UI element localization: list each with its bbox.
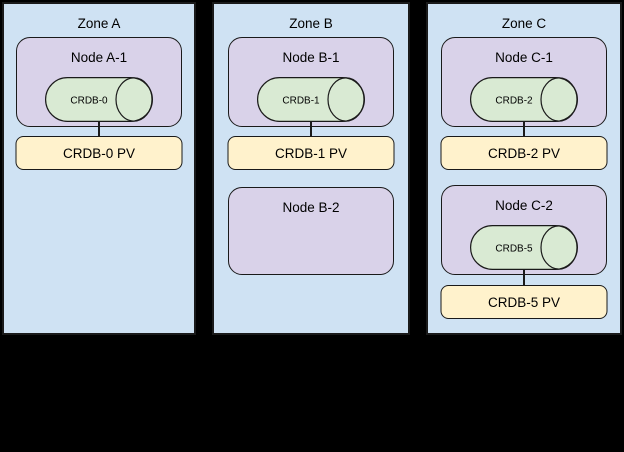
- crdb-2-pv-box: CRDB-2 PV: [440, 136, 608, 170]
- zone-c: Zone C Node C-1 CRDB-2 CRDB-2 PV Node C-…: [426, 2, 622, 335]
- node-a1-label: Node A-1: [70, 50, 128, 65]
- zone-a-label: Zone A: [77, 16, 121, 31]
- node-c1-label: Node C-1: [495, 50, 553, 65]
- crdb-1-label: CRDB-1: [282, 96, 320, 107]
- crdb-1-pv-box: CRDB-1 PV: [227, 136, 395, 170]
- pv-connector-line: [310, 122, 312, 136]
- crdb-1-db-cylinder: CRDB-1: [257, 77, 365, 122]
- node-b1-label: Node B-1: [282, 50, 340, 65]
- pv-connector-line: [523, 270, 525, 285]
- node-c2: Node C-2 CRDB-5: [441, 185, 607, 275]
- zone-c-label: Zone C: [501, 16, 547, 31]
- node-b2-label: Node B-2: [282, 200, 340, 215]
- db-cylinder-shape: CRDB-5: [470, 225, 578, 270]
- node-c2-label: Node C-2: [495, 198, 553, 213]
- pv-connector-line: [98, 122, 100, 136]
- db-cylinder-shape: CRDB-0: [45, 77, 153, 122]
- zone-b-label: Zone B: [289, 16, 333, 31]
- db-cylinder-shape: CRDB-2: [470, 77, 578, 122]
- crdb-5-label: CRDB-5: [495, 244, 533, 255]
- db-cylinder-shape: CRDB-1: [257, 77, 365, 122]
- pv-connector-line: [523, 122, 525, 136]
- node-a1: Node A-1 CRDB-0: [16, 37, 182, 127]
- crdb-2-db-cylinder: CRDB-2: [470, 77, 578, 122]
- node-b2: Node B-2: [228, 187, 394, 275]
- node-b1: Node B-1 CRDB-1: [228, 37, 394, 127]
- crdb-0-label: CRDB-0: [70, 96, 108, 107]
- crdb-2-label: CRDB-2: [495, 96, 533, 107]
- crdb-0-db-cylinder: CRDB-0: [45, 77, 153, 122]
- crdb-0-pv-box: CRDB-0 PV: [15, 136, 183, 170]
- crdb-5-pv-box: CRDB-5 PV: [440, 285, 608, 319]
- zone-a: Zone A Node A-1 CRDB-0 CRDB-0 PV: [2, 2, 196, 335]
- zone-b: Zone B Node B-1 CRDB-1 CRDB-1 PV Node B-…: [212, 2, 410, 335]
- crdb-5-db-cylinder: CRDB-5: [470, 225, 578, 270]
- node-c1: Node C-1 CRDB-2: [441, 37, 607, 127]
